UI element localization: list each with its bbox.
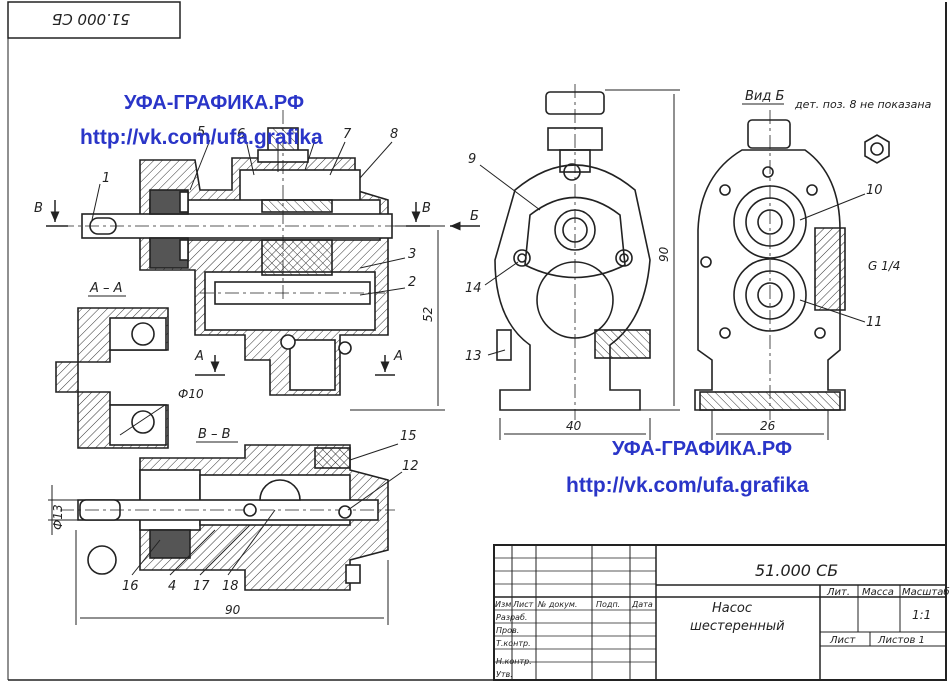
callout-4: 4 bbox=[168, 579, 176, 594]
tb-h-izm: Изм bbox=[495, 600, 511, 609]
callout-18: 18 bbox=[222, 579, 239, 594]
marker-a-left: А bbox=[194, 349, 204, 364]
callout-7: 7 bbox=[343, 127, 352, 142]
watermark-bottom-url: http://vk.com/ufa.grafika bbox=[566, 474, 809, 497]
callout-11: 11 bbox=[866, 315, 883, 330]
title-block-text: 51.000 СБ Насос шестеренный Лит. Масса М… bbox=[495, 561, 950, 679]
section-b-title: В – В bbox=[198, 427, 231, 442]
dimension-52-label: 52 bbox=[421, 307, 435, 322]
tb-r-nkontr: Н.контр. bbox=[496, 657, 532, 666]
watermark-bottom-title: УФА-ГРАФИКА.РФ bbox=[612, 438, 793, 460]
main-section-view bbox=[60, 110, 415, 396]
title-block bbox=[493, 544, 947, 681]
dimension-52 bbox=[350, 225, 445, 411]
callout-numbers: 1 5 6 7 8 3 2 9 14 13 10 11 15 12 16 4 1… bbox=[102, 125, 883, 594]
callout-2: 2 bbox=[408, 275, 416, 290]
tb-col-scale: Масштаб bbox=[902, 586, 950, 598]
tb-r-tkontr: Т.контр. bbox=[496, 639, 531, 648]
tb-name-line1: Насос bbox=[712, 601, 752, 616]
section-a-view bbox=[55, 307, 169, 449]
dimension-g-quarter: G 1/4 bbox=[868, 259, 900, 273]
callout-12: 12 bbox=[402, 459, 419, 474]
tb-sheets: Листов 1 bbox=[877, 635, 925, 646]
callout-15: 15 bbox=[400, 429, 417, 444]
tb-scale: 1:1 bbox=[912, 608, 931, 622]
callout-3: 3 bbox=[408, 247, 416, 262]
callout-8: 8 bbox=[390, 127, 398, 142]
dimension-phi13: Ф13 bbox=[51, 504, 65, 530]
callout-13: 13 bbox=[465, 349, 482, 364]
callout-1: 1 bbox=[102, 171, 110, 186]
dimension-phi10: Ф10 bbox=[178, 387, 204, 401]
tb-h-list: Лист bbox=[512, 600, 534, 609]
callout-9: 9 bbox=[468, 152, 476, 167]
tb-col-lit: Лит. bbox=[826, 587, 850, 598]
callout-17: 17 bbox=[193, 579, 210, 594]
marker-b-right: В bbox=[422, 201, 431, 216]
tb-r-utv: Утв. bbox=[496, 670, 513, 679]
dimension-90-horizontal: 90 bbox=[225, 603, 241, 617]
watermark-top-title: УФА-ГРАФИКА.РФ bbox=[124, 92, 305, 114]
dimension-40: 40 bbox=[566, 419, 582, 433]
callout-10: 10 bbox=[866, 183, 883, 198]
watermark-top-url: http://vk.com/ufa.grafika bbox=[80, 126, 323, 149]
rotated-stamp-code: 51.000 СБ bbox=[52, 10, 130, 28]
marker-b-left: В bbox=[34, 201, 43, 216]
section-b-view bbox=[48, 444, 395, 625]
leader-lines bbox=[91, 139, 866, 576]
tb-designation: 51.000 СБ bbox=[755, 561, 838, 580]
tb-h-doc: № докум. bbox=[537, 600, 577, 609]
tb-r-razrab: Разраб. bbox=[496, 613, 527, 622]
section-a-title: А – А bbox=[89, 281, 123, 296]
tb-h-date: Дата bbox=[631, 600, 653, 609]
tb-r-prov: Пров. bbox=[496, 626, 519, 635]
view-b-title: Вид Б bbox=[745, 89, 784, 104]
dimension-26: 26 bbox=[760, 419, 776, 433]
callout-6: 6 bbox=[237, 127, 245, 142]
view-b-note: дет. поз. 8 не показана bbox=[794, 98, 932, 111]
dimension-90-vertical: 90 bbox=[657, 246, 671, 262]
marker-arrow-b: Б bbox=[470, 209, 479, 224]
tb-sheet: Лист bbox=[829, 635, 857, 646]
callout-16: 16 bbox=[122, 579, 139, 594]
view-b bbox=[694, 110, 890, 440]
callout-5: 5 bbox=[197, 125, 205, 140]
tb-h-sign: Подп. bbox=[596, 600, 620, 609]
marker-a-right: А bbox=[393, 349, 403, 364]
callout-14: 14 bbox=[465, 281, 482, 296]
tb-name-line2: шестеренный bbox=[690, 619, 785, 634]
tb-col-mass: Масса bbox=[862, 587, 894, 598]
front-view bbox=[494, 84, 680, 440]
